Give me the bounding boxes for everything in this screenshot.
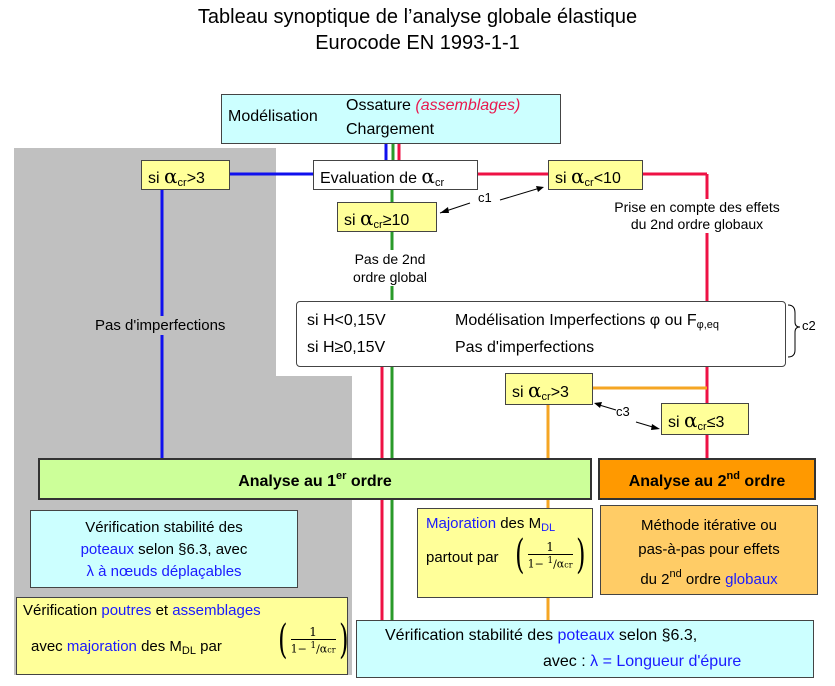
- condition-alpha-gt3-left: si αcr>3: [141, 160, 230, 190]
- modelisation-box: Modélisation Ossature (assemblages) Char…: [221, 94, 561, 144]
- condition-alpha-gt3-right: si αcr>3: [505, 373, 593, 405]
- condition-alpha-ge10: si αcr≥10: [337, 202, 437, 232]
- methode-iterative-box: Méthode itérative ou pas-à-pas pour effe…: [600, 505, 818, 595]
- pas-de-2nd-ordre-text: Pas de 2nd ordre global: [330, 250, 450, 286]
- analyse-1er-ordre-box: Analyse au 1er ordre: [38, 458, 592, 500]
- verif-stabilite-box: Vérification stabilité des poteaux selon…: [356, 620, 814, 678]
- page-subtitle: Eurocode EN 1993-1-1: [315, 32, 520, 54]
- assemblages-label: (assemblages): [415, 97, 521, 114]
- analyse-2nd-ordre-box: Analyse au 2nd ordre: [598, 458, 816, 500]
- verif-poteaux-box: Vérification stabilité des poteaux selon…: [30, 510, 298, 588]
- pas-imperfections-right: Pas d'imperfections: [455, 339, 595, 356]
- c3-label: c3: [616, 404, 630, 419]
- h-cond-row1: si H<0,15V: [307, 312, 386, 329]
- verif-poutres-box: Vérification poutres et assemblages avec…: [16, 597, 348, 675]
- modelisation-label: Modélisation: [228, 108, 318, 125]
- condition-alpha-le3: si αcr≤3: [661, 403, 749, 435]
- evaluation-box: Evaluation de αcr: [313, 160, 478, 190]
- alpha-symbol: α: [421, 164, 435, 188]
- h-condition-box: si H<0,15V Modélisation Imperfections φ …: [296, 301, 786, 367]
- c1-label: c1: [478, 190, 492, 205]
- imperfections-modelisation: Modélisation Imperfections φ ou F: [455, 312, 697, 329]
- chargement-label: Chargement: [346, 121, 435, 138]
- evaluation-label: Evaluation de: [320, 170, 417, 187]
- pas-imperfections-left: Pas d'imperfections: [92, 316, 229, 335]
- c2-label: c2: [802, 318, 816, 333]
- prise-en-compte-text: Prise en compte des effets du 2nd ordre …: [597, 199, 797, 233]
- h-cond-row2: si H≥0,15V: [307, 339, 386, 356]
- page-title: Tableau synoptique de l’analyse globale …: [197, 6, 638, 28]
- ossature-label: Ossature: [346, 97, 411, 114]
- condition-alpha-lt10: si αcr<10: [548, 160, 643, 190]
